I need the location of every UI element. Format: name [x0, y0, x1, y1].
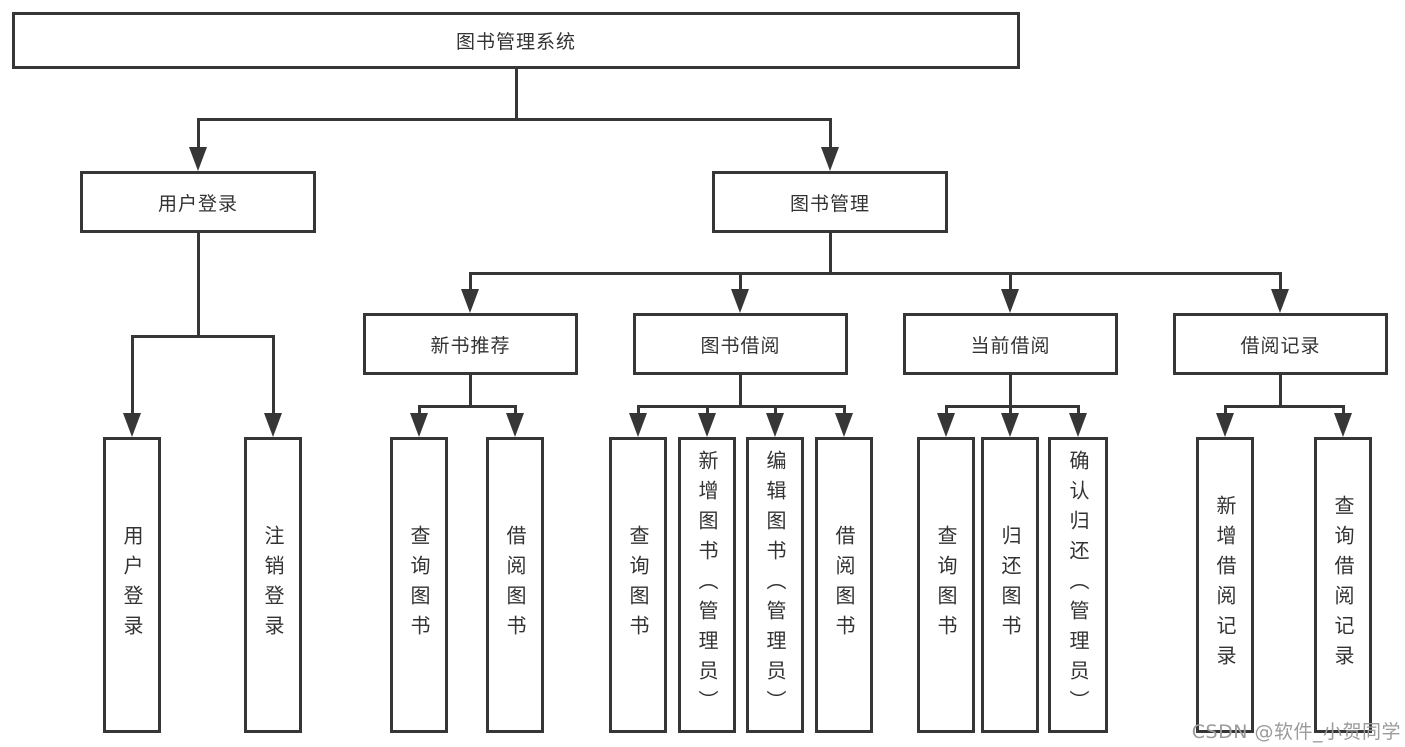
- arrowhead-new-book-recommend: [461, 289, 479, 313]
- connector-to-new-book-recommend: [468, 272, 472, 291]
- leaf-query-books-1-label: 查询图书: [407, 525, 431, 645]
- arrowhead-current-borrowing: [1001, 289, 1019, 313]
- connector-to-leaf-edit-books: [773, 405, 777, 415]
- leaf-borrow-books-2-label: 借阅图书: [832, 525, 856, 645]
- leaf-user-login-label: 用户登录: [120, 525, 144, 645]
- connector-new-book-rail: [417, 405, 517, 408]
- node-new-book-recommend: 新书推荐: [363, 313, 578, 375]
- leaf-confirm-return-admin-label: 确认归还（管理员）: [1066, 450, 1090, 720]
- leaf-query-borrow-record-label: 查询借阅记录: [1331, 495, 1355, 675]
- node-book-borrowing: 图书借阅: [633, 313, 848, 375]
- node-book-management-label: 图书管理: [789, 192, 870, 215]
- leaf-return-books-label: 归还图书: [998, 525, 1022, 645]
- arrowhead-leaf-add-record: [1216, 413, 1234, 437]
- leaf-query-books-1: 查询图书: [390, 437, 448, 733]
- arrowhead-leaf-logout: [264, 413, 282, 437]
- arrowhead-leaf-user-login: [123, 413, 141, 437]
- connector-to-leaf-add-record: [1223, 405, 1227, 415]
- leaf-add-borrow-record-label: 新增借阅记录: [1213, 495, 1237, 675]
- leaf-query-borrow-record: 查询借阅记录: [1314, 437, 1372, 733]
- arrowhead-book-borrowing: [731, 289, 749, 313]
- connector-new-book-stem: [468, 375, 472, 407]
- leaf-borrow-books-1: 借阅图书: [486, 437, 544, 733]
- leaf-edit-books-admin: 编辑图书（管理员）: [746, 437, 804, 733]
- connector-root-rail: [196, 118, 832, 121]
- connector-to-leaf-return: [1008, 405, 1012, 415]
- connector-to-leaf-query-2: [636, 405, 640, 415]
- leaf-edit-books-admin-label: 编辑图书（管理员）: [763, 450, 787, 720]
- leaf-logout-label: 注销登录: [261, 525, 285, 645]
- node-borrowing-records: 借阅记录: [1173, 313, 1388, 375]
- connector-to-leaf-borrow-2: [842, 405, 846, 415]
- node-current-borrowing-label: 当前借阅: [970, 334, 1051, 357]
- connector-to-leaf-query-record: [1341, 405, 1345, 415]
- node-borrowing-records-label: 借阅记录: [1240, 334, 1321, 357]
- leaf-query-books-2: 查询图书: [609, 437, 667, 733]
- connector-current-borrow-rail: [944, 405, 1080, 408]
- connector-book-management-stem: [828, 233, 832, 274]
- arrowhead-leaf-query-record: [1334, 413, 1352, 437]
- leaf-query-books-3: 查询图书: [917, 437, 975, 733]
- connector-root-stem: [514, 69, 518, 118]
- node-current-borrowing: 当前借阅: [903, 313, 1118, 375]
- arrowhead-borrowing-records: [1271, 289, 1289, 313]
- connector-current-borrow-stem: [1008, 375, 1012, 407]
- arrowhead-user-login: [189, 147, 207, 171]
- arrowhead-book-management: [821, 147, 839, 171]
- leaf-query-books-2-label: 查询图书: [626, 525, 650, 645]
- leaf-logout: 注销登录: [244, 437, 302, 733]
- arrowhead-leaf-confirm-return: [1069, 413, 1087, 437]
- connector-to-leaf-add-books: [705, 405, 709, 415]
- connector-to-current-borrowing: [1008, 272, 1012, 291]
- connector-records-stem: [1278, 375, 1282, 407]
- root-node-label: 图书管理系统: [455, 31, 576, 53]
- arrowhead-leaf-query-3: [937, 413, 955, 437]
- arrowhead-leaf-borrow-1: [506, 413, 524, 437]
- connector-root-to-user-login: [196, 118, 200, 150]
- node-new-book-recommend-label: 新书推荐: [430, 334, 511, 357]
- connector-to-leaf-user-login: [130, 335, 134, 415]
- arrowhead-leaf-edit-books: [766, 413, 784, 437]
- node-user-login: 用户登录: [80, 171, 316, 233]
- leaf-query-books-3-label: 查询图书: [934, 525, 958, 645]
- leaf-add-borrow-record: 新增借阅记录: [1196, 437, 1254, 733]
- connector-user-login-rail: [130, 335, 275, 338]
- connector-root-to-book-management: [828, 118, 832, 150]
- connector-to-leaf-borrow-1: [513, 405, 517, 415]
- leaf-confirm-return-admin: 确认归还（管理员）: [1048, 437, 1108, 733]
- connector-to-leaf-confirm-return: [1076, 405, 1080, 415]
- arrowhead-leaf-borrow-2: [835, 413, 853, 437]
- connector-book-borrow-stem: [738, 375, 742, 407]
- connector-book-borrow-rail: [636, 405, 846, 408]
- connector-to-book-borrowing: [738, 272, 742, 291]
- leaf-add-books-admin-label: 新增图书（管理员）: [695, 450, 719, 720]
- connector-to-leaf-query-3: [944, 405, 948, 415]
- leaf-borrow-books-1-label: 借阅图书: [503, 525, 527, 645]
- node-book-management: 图书管理: [712, 171, 948, 233]
- connector-to-leaf-logout: [271, 335, 275, 415]
- node-book-borrowing-label: 图书借阅: [700, 334, 781, 357]
- connector-user-login-stem: [196, 233, 200, 335]
- connector-to-borrowing-records: [1278, 272, 1282, 291]
- node-user-login-label: 用户登录: [157, 192, 238, 215]
- leaf-add-books-admin: 新增图书（管理员）: [678, 437, 736, 733]
- connector-book-management-rail: [468, 272, 1282, 275]
- arrowhead-leaf-add-books: [698, 413, 716, 437]
- leaf-borrow-books-2: 借阅图书: [815, 437, 873, 733]
- connector-records-rail: [1223, 405, 1345, 408]
- csdn-watermark: CSDN @软件_小贺同学: [1191, 721, 1401, 743]
- leaf-user-login: 用户登录: [103, 437, 161, 733]
- leaf-return-books: 归还图书: [981, 437, 1039, 733]
- arrowhead-leaf-return: [1001, 413, 1019, 437]
- connector-to-leaf-query-1: [417, 405, 421, 415]
- arrowhead-leaf-query-1: [410, 413, 428, 437]
- arrowhead-leaf-query-2: [629, 413, 647, 437]
- root-node-library-system: 图书管理系统: [12, 12, 1020, 69]
